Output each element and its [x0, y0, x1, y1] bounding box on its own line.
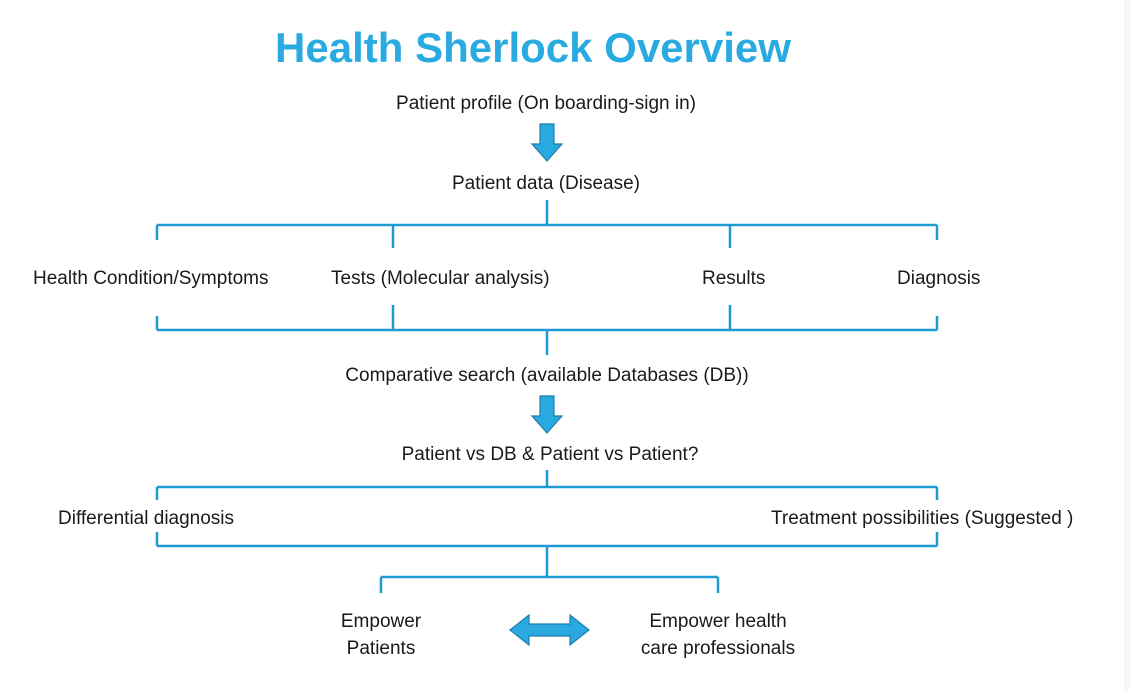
node-tests: Tests (Molecular analysis) — [331, 268, 550, 289]
down-arrow-icon-2 — [530, 395, 564, 434]
node-differential-diagnosis: Differential diagnosis — [58, 508, 235, 529]
node-patient-profile: Patient profile (On boarding-sign in) — [396, 93, 696, 114]
right-edge-shade — [1124, 0, 1130, 690]
node-empower-patients-line2: Patients — [346, 638, 416, 659]
node-results: Results — [702, 268, 766, 289]
page-title: Health Sherlock Overview — [275, 24, 791, 71]
double-arrow-icon — [509, 613, 590, 647]
node-empower-professionals-line2: care professionals — [640, 638, 796, 659]
arrows — [509, 123, 590, 647]
node-diagnosis: Diagnosis — [897, 268, 981, 289]
node-patient-vs: Patient vs DB & Patient vs Patient? — [401, 444, 699, 465]
connectors — [155, 200, 939, 593]
node-patient-data: Patient data (Disease) — [452, 173, 640, 194]
down-arrow-icon — [530, 123, 564, 162]
node-empower-professionals-line1: Empower health — [649, 611, 787, 632]
node-health-condition: Health Condition/Symptoms — [33, 268, 269, 289]
node-treatment-possibilities: Treatment possibilities (Suggested ) — [771, 508, 1074, 529]
node-empower-patients-line1: Empower — [340, 611, 422, 632]
node-comparative-search: Comparative search (available Databases … — [345, 365, 749, 386]
